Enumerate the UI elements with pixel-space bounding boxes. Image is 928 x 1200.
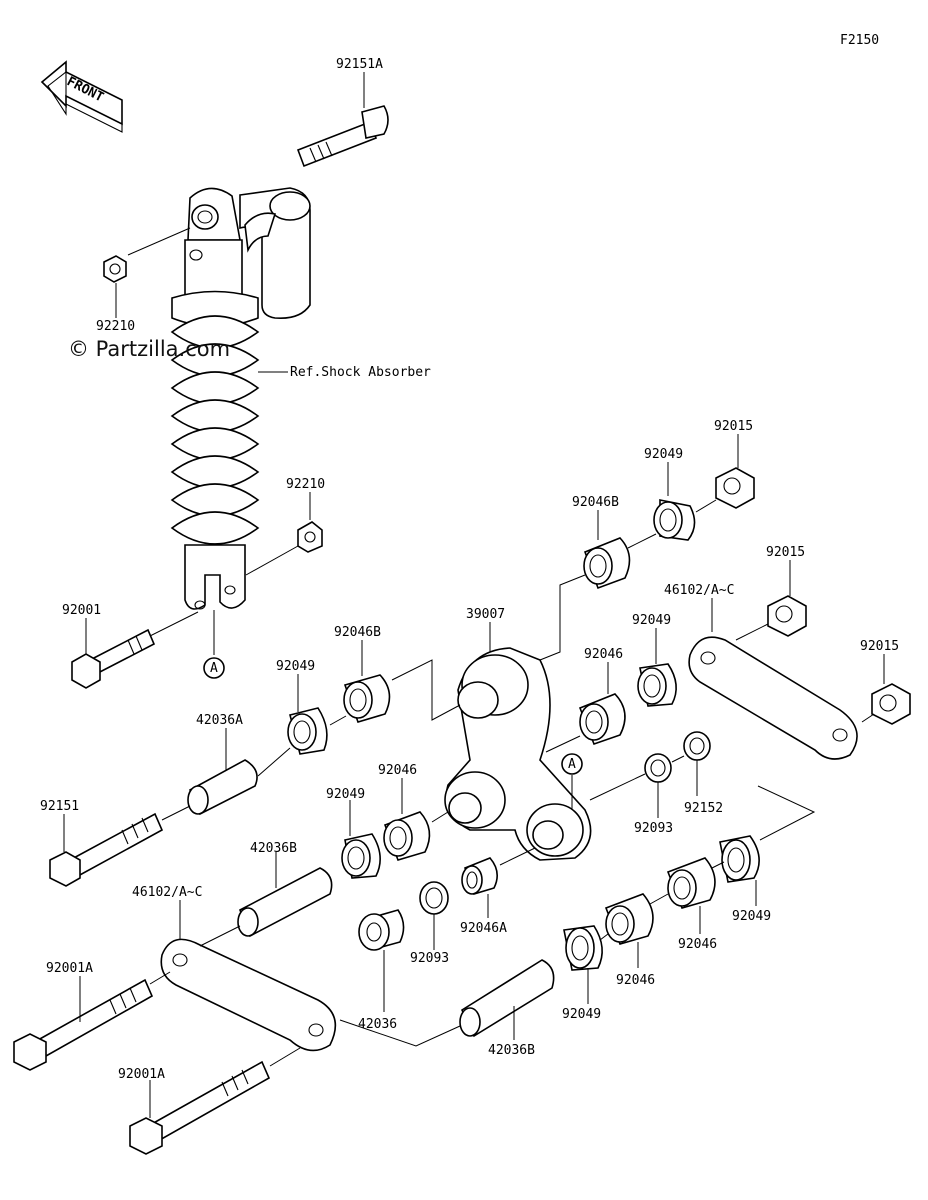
- label-left-bearing-b: 92046B: [334, 625, 381, 640]
- svg-text:A: A: [568, 757, 576, 772]
- left-collar-top-92049: [287, 707, 328, 755]
- front-arrow-icon: FRONT: [40, 60, 123, 133]
- tie-rod-right-46102: [688, 636, 858, 760]
- right-bearing-92046b: [604, 893, 654, 945]
- label-sleeve-a: 42036A: [196, 713, 243, 728]
- label-top-nut: 92210: [96, 319, 135, 334]
- long-bolt-92151: [49, 812, 164, 887]
- label-rocker-arm: 39007: [466, 607, 505, 622]
- rocker-arm-39007: [444, 647, 592, 861]
- sleeve-42036a: [187, 759, 258, 816]
- bushing-42036: [358, 909, 405, 951]
- oil-seal-92093: [644, 753, 672, 783]
- label-left-collar-top: 92049: [276, 659, 315, 674]
- label-rocker-top-nut: 92015: [714, 419, 753, 434]
- label-bolt-a-upper: 92001A: [46, 961, 93, 976]
- seal-92093-lower: [419, 881, 449, 915]
- left-bearing-92046b: [343, 674, 391, 723]
- label-seal-washer: 92152: [684, 801, 723, 816]
- label-rocker-mid-bearing: 92046: [584, 647, 623, 662]
- label-long-bolt: 92151: [40, 799, 79, 814]
- tie-rod-right-nut-b-92015: [871, 683, 911, 725]
- label-lower-nut: 92210: [286, 477, 325, 492]
- bolt-92001a-lower: [129, 1060, 271, 1155]
- svg-text:A: A: [210, 661, 218, 676]
- tie-rod-right-nut-a-92015: [767, 595, 807, 637]
- label-top-bolt: 92151A: [336, 57, 383, 72]
- label-right-collar-a: 92049: [732, 909, 771, 924]
- lower-nut-92210: [297, 521, 323, 553]
- rocker-top-collar-92049: [653, 499, 696, 541]
- label-tie-rod-left: 46102/A~C: [132, 885, 202, 900]
- tie-rod-left-46102: [160, 938, 337, 1052]
- label-right-collar-b: 92049: [562, 1007, 601, 1022]
- label-rocker-top-collar: 92049: [644, 447, 683, 462]
- shock-absorber: [170, 187, 311, 610]
- ref-marker-a-rocker: [561, 753, 583, 775]
- label-left-collar-mid: 92049: [326, 787, 365, 802]
- lower-bolt-92001: [71, 628, 156, 689]
- label-seal-lower: 92093: [410, 951, 449, 966]
- left-bearing-92046: [383, 811, 431, 861]
- label-tie-rod-right-nut-b: 92015: [860, 639, 899, 654]
- right-collar-b-92049: [563, 925, 603, 971]
- label-sleeve-b-lower: 42036B: [488, 1043, 535, 1058]
- rocker-top-bearing-92046b: [583, 537, 631, 590]
- left-collar-mid-92049: [341, 833, 381, 879]
- sleeve-42036b: [237, 867, 333, 938]
- label-rocker-top-bearing: 92046B: [572, 495, 619, 510]
- label-tie-rod-right: 46102/A~C: [664, 583, 734, 598]
- label-oil-seal: 92093: [634, 821, 673, 836]
- right-collar-a-92049: [719, 835, 760, 883]
- label-right-bearing-b: 92046: [616, 973, 655, 988]
- ref-marker-a-left: [203, 657, 225, 679]
- top-bolt-92151a: [296, 105, 389, 168]
- sleeve-42036b-lower: [459, 959, 555, 1038]
- label-sleeve-b: 42036B: [250, 841, 297, 856]
- label-needle-bearing: 92046A: [460, 921, 507, 936]
- label-rocker-mid-collar: 92049: [632, 613, 671, 628]
- watermark: © Partzilla.com: [68, 337, 230, 361]
- label-lower-bolt: 92001: [62, 603, 101, 618]
- label-bushing: 42036: [358, 1017, 397, 1032]
- needle-bearing-92046a: [461, 857, 498, 895]
- label-bolt-a-lower: 92001A: [118, 1067, 165, 1082]
- rocker-top-nut-92015: [715, 467, 755, 509]
- rocker-mid-bearing-92046: [578, 693, 626, 746]
- seal-washer-92152: [683, 731, 711, 761]
- ref-shock-absorber-note: Ref.Shock Absorber: [290, 365, 431, 380]
- bolt-92001a-upper: [13, 978, 154, 1071]
- right-bearing-92046a: [666, 857, 716, 909]
- label-right-bearing-a: 92046: [678, 937, 717, 952]
- label-left-bearing: 92046: [378, 763, 417, 778]
- top-nut-92210: [103, 255, 127, 283]
- figure-code: F2150: [840, 33, 879, 48]
- label-tie-rod-right-nut-a: 92015: [766, 545, 805, 560]
- rocker-mid-collar-92049: [637, 663, 677, 707]
